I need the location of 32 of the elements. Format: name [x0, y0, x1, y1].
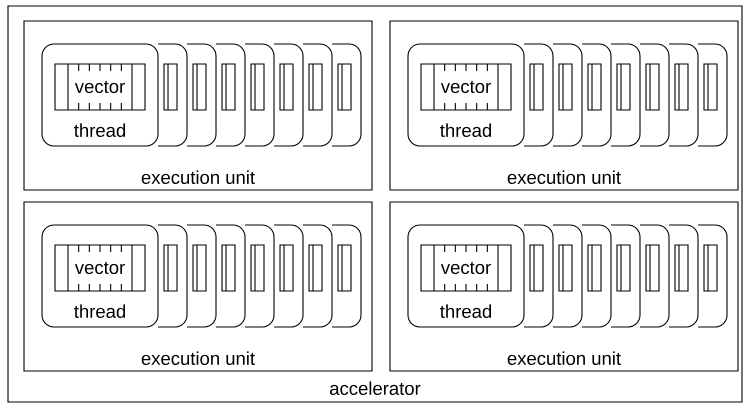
thread-card: [157, 224, 188, 328]
thread-card: [639, 224, 670, 328]
thread-card: [157, 43, 188, 147]
thread-card: [273, 43, 304, 147]
thread-card: [273, 224, 304, 328]
thread-card: [668, 224, 699, 328]
vector-register: vector: [54, 63, 146, 111]
thread-card: [552, 224, 583, 328]
thread-card: [302, 43, 333, 147]
thread-card: [331, 224, 362, 328]
thread-card: [581, 224, 612, 328]
thread-card: [523, 224, 554, 328]
thread-card: [302, 224, 333, 328]
thread-card: [215, 224, 246, 328]
thread-card: [523, 43, 554, 147]
thread-card: [639, 43, 670, 147]
thread-card: [215, 43, 246, 147]
thread-card: [581, 43, 612, 147]
thread-card: [552, 43, 583, 147]
thread-card: [610, 43, 641, 147]
thread-card: [697, 43, 728, 147]
thread-card: [668, 43, 699, 147]
thread-card: [697, 224, 728, 328]
vector-register: vector: [420, 244, 512, 292]
thread-card: [610, 224, 641, 328]
vector-register: vector: [54, 244, 146, 292]
thread-card: [244, 224, 275, 328]
thread-card: [331, 43, 362, 147]
thread-card: [186, 43, 217, 147]
thread-card: [186, 224, 217, 328]
vector-register: vector: [420, 63, 512, 111]
thread-card: [244, 43, 275, 147]
